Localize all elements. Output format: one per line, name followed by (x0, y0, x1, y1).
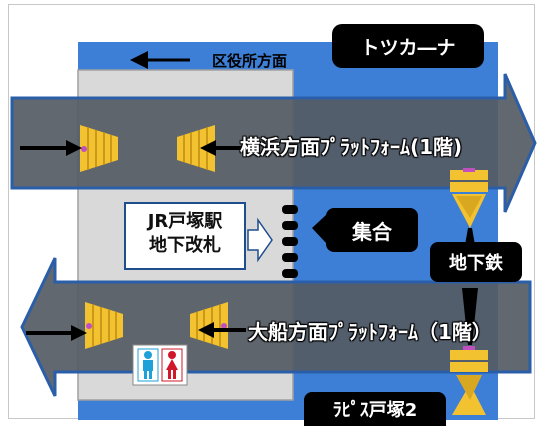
escalator-icon (450, 168, 488, 228)
label-platform-ofuna: 大船方面ﾌﾟﾗｯﾄﾌｫｰﾑ（1階） (248, 320, 492, 344)
left-arrow-icon (130, 51, 190, 69)
subway-passage (462, 288, 478, 345)
gate-exit-arrow (247, 217, 273, 263)
label-subway: 地下鉄 (430, 242, 522, 282)
stairs-icon (85, 302, 123, 349)
black-arrow-icon (20, 140, 82, 156)
toilet-icon (132, 344, 188, 386)
black-arrow-icon (26, 325, 87, 341)
label-meeting-point: 集合 (326, 208, 418, 252)
stairs-icon (177, 125, 215, 172)
label-direction-ward: 区役所方面 (212, 52, 288, 70)
label-totsukana: トツカ―ナ (332, 24, 484, 68)
label-lapis: ﾗﾋﾟｽ戸塚2 (304, 392, 446, 426)
escalator-icon (450, 346, 488, 415)
gate-line2: 地下改札 (149, 235, 221, 256)
meeting-pointer (312, 215, 326, 243)
label-platform-yokohama: 横浜方面ﾌﾟﾗｯﾄﾌｫｰﾑ(1階) (240, 135, 463, 159)
jr-gate-box: JR戸塚駅 地下改札 (124, 202, 246, 270)
black-arrow-icon (200, 140, 255, 156)
meeting-stripes-icon (282, 205, 298, 278)
platform-yokohama-band (10, 73, 537, 213)
gate-line1: JR戸塚駅 (147, 211, 223, 232)
black-arrow-icon (198, 322, 246, 338)
stairs-icon (80, 125, 118, 172)
